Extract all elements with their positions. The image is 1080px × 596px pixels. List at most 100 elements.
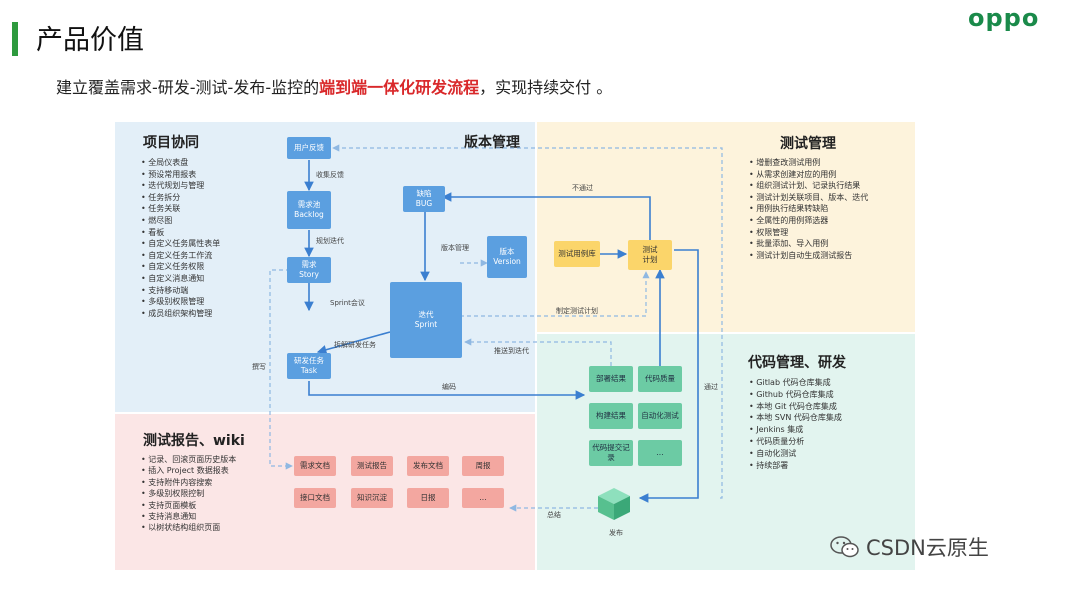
sprint-label-cn: 迭代 (418, 310, 434, 319)
arrow-sprint-plan (460, 271, 650, 317)
commit-record-node: 代码提交记录 (589, 440, 633, 466)
project-panel-title: 项目协同 (143, 135, 199, 151)
edge-label-make-test-plan: 制定测试计划 (556, 307, 598, 315)
story-label-en: Story (299, 270, 319, 279)
release-box-icon (598, 488, 630, 520)
code-feature-item: Github 代码仓库集成 (749, 389, 842, 401)
project-feature-item: 成员组织架构管理 (141, 308, 220, 320)
more-code-node: ... (638, 440, 682, 466)
project-feature-item: 燃尽图 (141, 215, 220, 227)
project-feature-item: 自定义消息通知 (141, 273, 220, 285)
project-feature-item: 看板 (141, 227, 220, 239)
report-feature-item: 插入 Project 数据报表 (141, 465, 236, 476)
build-result-node: 构建结果 (589, 403, 633, 429)
watermark-text: CSDN云原生 (866, 536, 989, 560)
arrow-deploy-sprint (464, 338, 612, 366)
bug-label-cn: 缺陷 (416, 189, 432, 198)
backlog-label-en: Backlog (294, 210, 324, 219)
report-feature-item: 支持页面模板 (141, 500, 236, 511)
code-feature-item: 本地 Git 代码仓库集成 (749, 401, 842, 413)
project-feature-item: 任务拆分 (141, 192, 220, 204)
doc-node: 周报 (462, 456, 504, 476)
edge-label-version-mgmt: 版本管理 (441, 244, 469, 252)
test-feature-item: 从需求创建对应的用例 (749, 169, 868, 181)
project-feature-item: 全局仪表盘 (141, 157, 220, 169)
code-feature-item: 自动化测试 (749, 448, 842, 460)
wechat-icon (830, 536, 859, 558)
report-feature-item: 支持消息通知 (141, 511, 236, 522)
doc-node: 日报 (407, 488, 449, 508)
version-label-cn: 版本 (499, 247, 515, 256)
doc-node: 测试报告 (351, 456, 393, 476)
report-feature-item: 以树状结构组织页面 (141, 522, 236, 533)
arrow-pass (638, 249, 699, 503)
version-label-en: Version (493, 257, 521, 266)
arrow-plan-bug (441, 192, 651, 240)
test-feature-item: 测试计划关联项目、版本、迭代 (749, 192, 868, 204)
subtitle-text-pre: 建立覆盖需求-研发-测试-发布-监控的 (56, 78, 320, 97)
test-panel-title: 测试管理 (780, 136, 836, 152)
commit-label-2: 录 (607, 453, 615, 462)
doc-node: 发布文档 (407, 456, 449, 476)
title-accent-bar (12, 22, 18, 56)
test-plan-node: 测试计划 (628, 240, 672, 270)
code-feature-list: Gitlab 代码仓库集成Github 代码仓库集成本地 Git 代码仓库集成本… (749, 377, 842, 471)
edge-label-collect-feedback: 收集反馈 (316, 171, 344, 179)
project-feature-item: 迭代规划与管理 (141, 180, 220, 192)
project-feature-item: 自定义任务属性表单 (141, 238, 220, 250)
sprint-label-en: Sprint (414, 320, 438, 329)
code-panel-title: 代码管理、研发 (748, 355, 846, 371)
report-feature-item: 支持附件内容搜索 (141, 477, 236, 488)
test-plan-label-1: 测试 (642, 245, 658, 254)
edge-label-passed: 通过 (704, 383, 718, 391)
project-feature-item: 自定义任务工作流 (141, 250, 220, 262)
report-feature-item: 多级别权限控制 (141, 488, 236, 499)
edge-label-plan-iteration: 规划迭代 (316, 237, 344, 245)
page-subtitle: 建立覆盖需求-研发-测试-发布-监控的端到端一体化研发流程，实现持续交付 。 (56, 74, 612, 98)
arrow-sprint-task (316, 331, 391, 355)
test-plan-label-2: 计划 (642, 255, 658, 264)
project-feature-item: 多级别权限管理 (141, 296, 220, 308)
deploy-result-node: 部署结果 (589, 366, 633, 392)
story-label-cn: 需求 (301, 260, 317, 269)
test-case-library-node: 测试用例库 (554, 241, 600, 267)
test-feature-item: 组织测试计划、记录执行结果 (749, 180, 868, 192)
release-label: 发布 (609, 529, 623, 537)
arrow-story-docs (269, 269, 293, 470)
test-feature-item: 权限管理 (749, 227, 868, 239)
report-panel-title: 测试报告、wiki (143, 433, 245, 449)
user-feedback-node: 用户反馈 (287, 137, 331, 159)
arrow-task-code (308, 381, 586, 400)
edge-label-summary: 总结 (547, 511, 561, 519)
project-feature-item: 预设常用报表 (141, 169, 220, 181)
subtitle-text-post: ，实现持续交付 。 (479, 78, 613, 97)
watermark: CSDN云原生 (830, 532, 989, 562)
project-feature-item: 自定义任务权限 (141, 261, 220, 273)
arrow-release-feedback (332, 144, 723, 499)
project-feature-item: 任务关联 (141, 203, 220, 215)
auto-test-node: 自动化测试 (638, 403, 682, 429)
code-feature-item: Jenkins 集成 (749, 424, 842, 436)
doc-node: 需求文档 (294, 456, 336, 476)
doc-node: ... (462, 488, 504, 508)
edge-label-failed: 不通过 (572, 184, 593, 192)
page-title: 产品价值 (36, 25, 144, 56)
report-feature-item: 记录、回滚页面历史版本 (141, 454, 236, 465)
report-feature-list: 记录、回滚页面历史版本插入 Project 数据报表支持附件内容搜索多级别权限控… (141, 454, 236, 534)
code-feature-item: 本地 SVN 代码仓库集成 (749, 412, 842, 424)
doc-node: 知识沉淀 (351, 488, 393, 508)
brand-logo: oppo (968, 4, 1040, 32)
task-label-cn: 研发任务 (294, 356, 324, 365)
test-feature-item: 批量添加、导入用例 (749, 238, 868, 250)
task-label-en: Task (300, 366, 318, 375)
code-feature-item: Gitlab 代码仓库集成 (749, 377, 842, 389)
edge-label-split-task: 拆解研发任务 (334, 341, 376, 349)
code-feature-item: 代码质量分析 (749, 436, 842, 448)
edge-label-code: 编码 (442, 383, 456, 391)
